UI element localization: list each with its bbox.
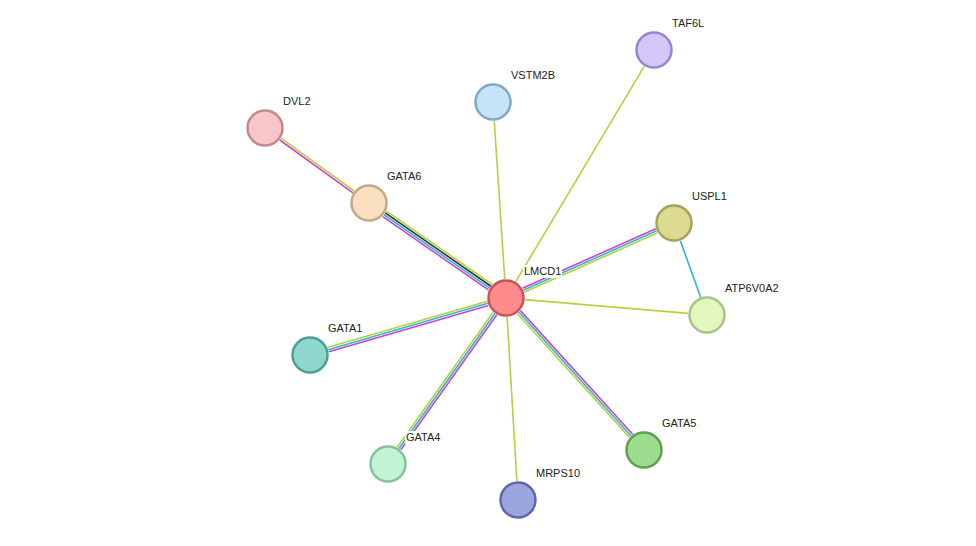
node-label: VSTM2B [510, 69, 556, 82]
interaction-edge [517, 311, 633, 438]
interaction-edge [397, 312, 497, 450]
evidence-line [280, 140, 353, 193]
evidence-line [520, 311, 632, 435]
node-label: LMCD1 [523, 265, 562, 278]
evidence-line [525, 300, 688, 314]
interaction-edge [525, 300, 688, 314]
node-circle [688, 296, 726, 334]
evidence-line [523, 231, 656, 291]
node-label: GATA5 [661, 417, 697, 430]
node-circle [487, 279, 525, 317]
evidence-line [397, 312, 493, 447]
interaction-edge [383, 211, 493, 290]
protein-node [635, 31, 673, 69]
evidence-line [494, 121, 504, 279]
node-circle [474, 83, 512, 121]
node-label: ATP6V0A2 [724, 282, 780, 295]
node-circle [246, 109, 284, 147]
protein-node [487, 279, 525, 317]
evidence-line [516, 66, 645, 281]
evidence-line [399, 313, 495, 448]
node-circle [291, 336, 329, 374]
evidence-line [519, 312, 631, 436]
node-circle [350, 184, 388, 222]
interaction-edge [494, 121, 504, 279]
node-circle [635, 31, 673, 69]
interaction-edge [507, 317, 517, 481]
interaction-edge [280, 138, 354, 193]
evidence-line [383, 217, 489, 290]
node-circle [499, 481, 537, 519]
node-circle [369, 445, 407, 483]
protein-node [291, 336, 329, 374]
evidence-line [281, 138, 354, 191]
protein-node [688, 296, 726, 334]
node-label: GATA6 [386, 170, 422, 183]
evidence-line [524, 233, 657, 293]
node-circle [655, 204, 693, 242]
protein-node [350, 184, 388, 222]
evidence-line [401, 315, 497, 450]
node-label: GATA1 [327, 322, 363, 335]
protein-node [655, 204, 693, 242]
evidence-line [680, 241, 700, 297]
interaction-edge [680, 241, 700, 297]
evidence-line [522, 229, 655, 289]
node-label: DVL2 [282, 95, 312, 108]
protein-node [246, 109, 284, 147]
protein-node [499, 481, 537, 519]
interaction-edge [522, 229, 657, 293]
node-label: MRPS10 [535, 467, 581, 480]
node-label: GATA4 [405, 431, 441, 444]
evidence-line [507, 317, 517, 481]
node-label: USPL1 [691, 190, 728, 203]
evidence-line [517, 314, 629, 438]
node-label: TAF6L [671, 17, 705, 30]
protein-node [369, 445, 407, 483]
protein-node [474, 83, 512, 121]
evidence-line [385, 213, 491, 286]
evidence-line [328, 301, 488, 347]
interaction-edge [516, 66, 645, 281]
evidence-line [386, 211, 492, 284]
node-circle [625, 431, 663, 469]
protein-node [625, 431, 663, 469]
evidence-line [384, 215, 490, 288]
interaction-edge [328, 301, 489, 352]
